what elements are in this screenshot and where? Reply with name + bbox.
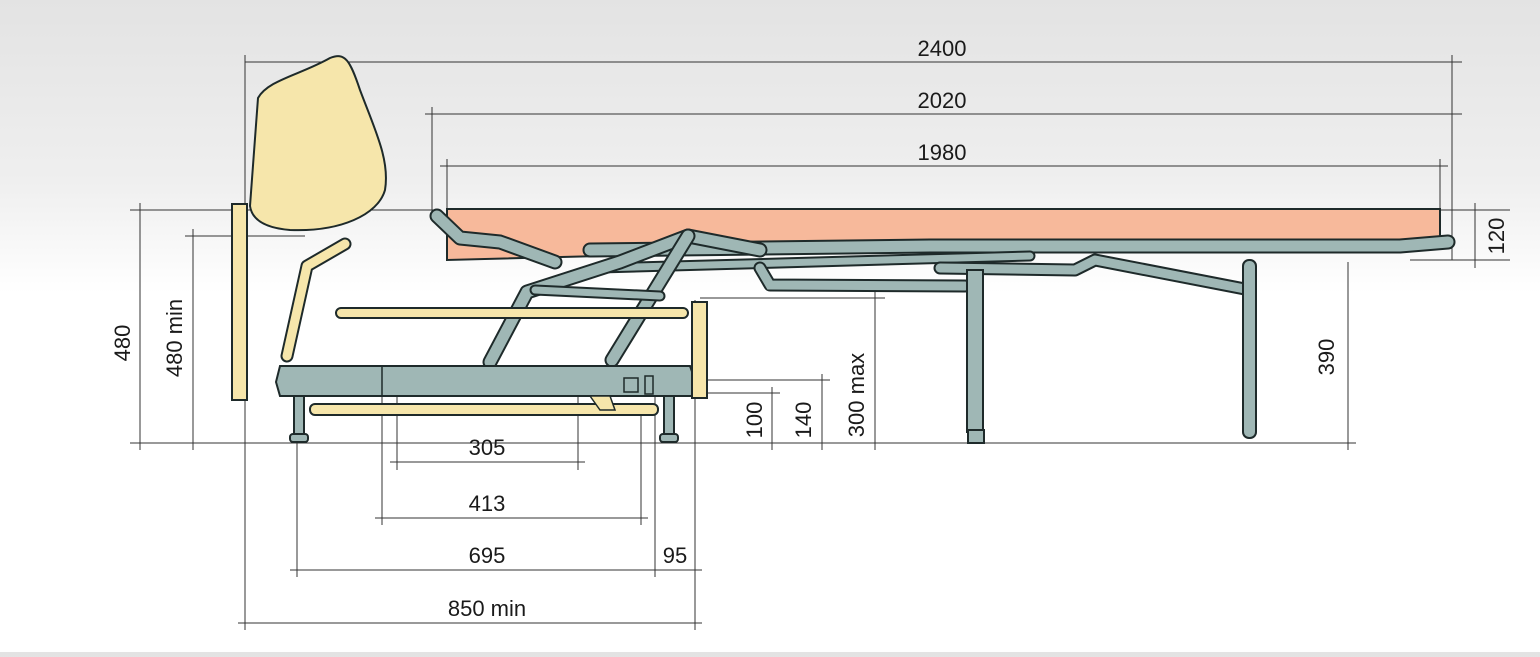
seat-slat-upper — [335, 307, 689, 319]
dimension-labels: 2400 2020 1980 120 390 480 480 min 300 m… — [110, 36, 1509, 621]
label-480: 480 — [110, 325, 135, 362]
front-panel — [691, 301, 708, 399]
label-695: 695 — [469, 543, 506, 568]
fitting-c — [588, 395, 617, 411]
bed-frame — [429, 208, 1456, 444]
sofa-leg-back — [293, 395, 305, 437]
fitting-b — [644, 375, 654, 395]
label-850-min: 850 min — [448, 596, 526, 621]
label-2400: 2400 — [918, 36, 967, 61]
label-480-min: 480 min — [162, 299, 187, 377]
frame-lower-horizontal — [755, 263, 970, 291]
sofa-leg-back-foot — [289, 433, 309, 443]
head-end-bend — [431, 210, 561, 268]
scissor-crossbar — [531, 286, 664, 300]
label-305: 305 — [469, 435, 506, 460]
frame-mid-bar — [935, 255, 1255, 295]
label-120: 120 — [1484, 218, 1509, 255]
bed-leg-middle — [966, 269, 984, 433]
label-140: 140 — [791, 402, 816, 439]
back-cushion — [248, 55, 387, 232]
label-1980: 1980 — [918, 140, 967, 165]
label-390: 390 — [1314, 339, 1339, 376]
label-95: 95 — [663, 543, 687, 568]
seat-slat-lower — [309, 403, 659, 416]
sofa-base — [231, 55, 708, 443]
label-2020: 2020 — [918, 88, 967, 113]
back-panel — [231, 203, 248, 401]
bed-leg-end — [1242, 259, 1257, 439]
label-413: 413 — [469, 491, 506, 516]
label-100: 100 — [742, 402, 767, 439]
label-300-max: 300 max — [844, 353, 869, 437]
sofa-leg-front-foot — [659, 433, 679, 443]
sofa-leg-front — [663, 395, 675, 437]
fitting-a — [623, 377, 639, 393]
bed-leg-middle-foot — [967, 429, 985, 444]
backrest-strap — [282, 239, 350, 361]
